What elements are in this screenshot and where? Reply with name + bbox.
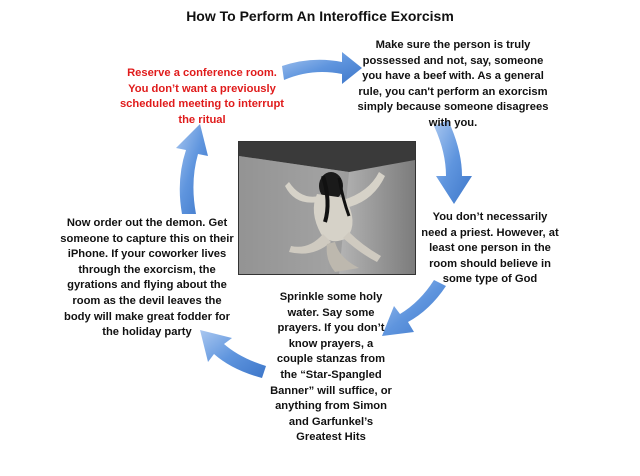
exorcism-photo	[238, 141, 416, 275]
arrow-step5-to-step1	[176, 124, 208, 214]
arrow-step2-to-step3	[434, 120, 472, 204]
step-reserve-room: Reserve a conference room. You don’t wan…	[119, 67, 285, 126]
step-priest-optional: You don’t necessarily need a priest. How…	[421, 211, 559, 286]
arrow-step1-to-step2	[282, 52, 362, 84]
diagram-title: How To Perform An Interoffice Exorcism	[186, 8, 454, 24]
step-order-out-demon: Now order out the demon. Get someone to …	[60, 217, 234, 339]
arrow-step4-to-step5	[200, 330, 266, 378]
step-verify-possession: Make sure the person is truly possessed …	[357, 39, 549, 129]
arrow-step3-to-step4	[382, 280, 446, 336]
step-holy-water: Sprinkle some holy water. Say some praye…	[270, 291, 392, 444]
